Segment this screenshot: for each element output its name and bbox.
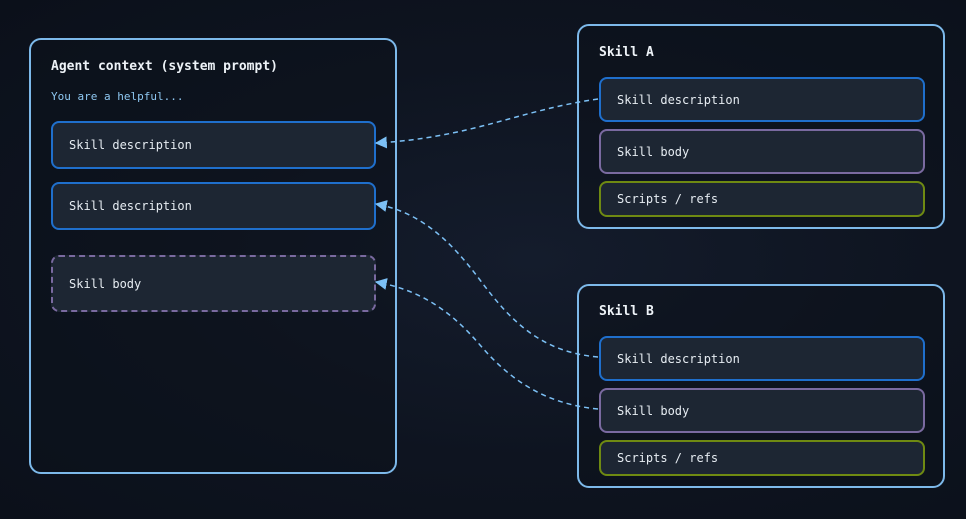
skill-b-title: Skill B bbox=[599, 304, 654, 319]
agent-context-subtitle: You are a helpful... bbox=[51, 90, 184, 103]
skill-a-panel: Skill A Skill description Skill body Scr… bbox=[577, 24, 945, 229]
skill-b-scripts: Scripts / refs bbox=[599, 440, 925, 476]
agent-context-title: Agent context (system prompt) bbox=[51, 59, 278, 74]
agent-context-panel: Agent context (system prompt) You are a … bbox=[29, 38, 397, 474]
skill-a-description: Skill description bbox=[599, 77, 925, 122]
connector-skill-a-description-to-context-description-1 bbox=[374, 98, 599, 149]
skill-a-body: Skill body bbox=[599, 129, 925, 174]
skill-b-description: Skill description bbox=[599, 336, 925, 381]
context-description-2: Skill description bbox=[51, 182, 376, 230]
skill-b-body: Skill body bbox=[599, 388, 925, 433]
skill-b-panel: Skill B Skill description Skill body Scr… bbox=[577, 284, 945, 488]
skill-a-scripts: Scripts / refs bbox=[599, 181, 925, 217]
connector-skill-b-description-to-context-description-2 bbox=[374, 200, 599, 358]
context-body: Skill body bbox=[51, 255, 376, 312]
context-description-1: Skill description bbox=[51, 121, 376, 169]
skill-a-title: Skill A bbox=[599, 45, 654, 60]
connector-skill-b-body-to-context-body bbox=[374, 278, 599, 410]
